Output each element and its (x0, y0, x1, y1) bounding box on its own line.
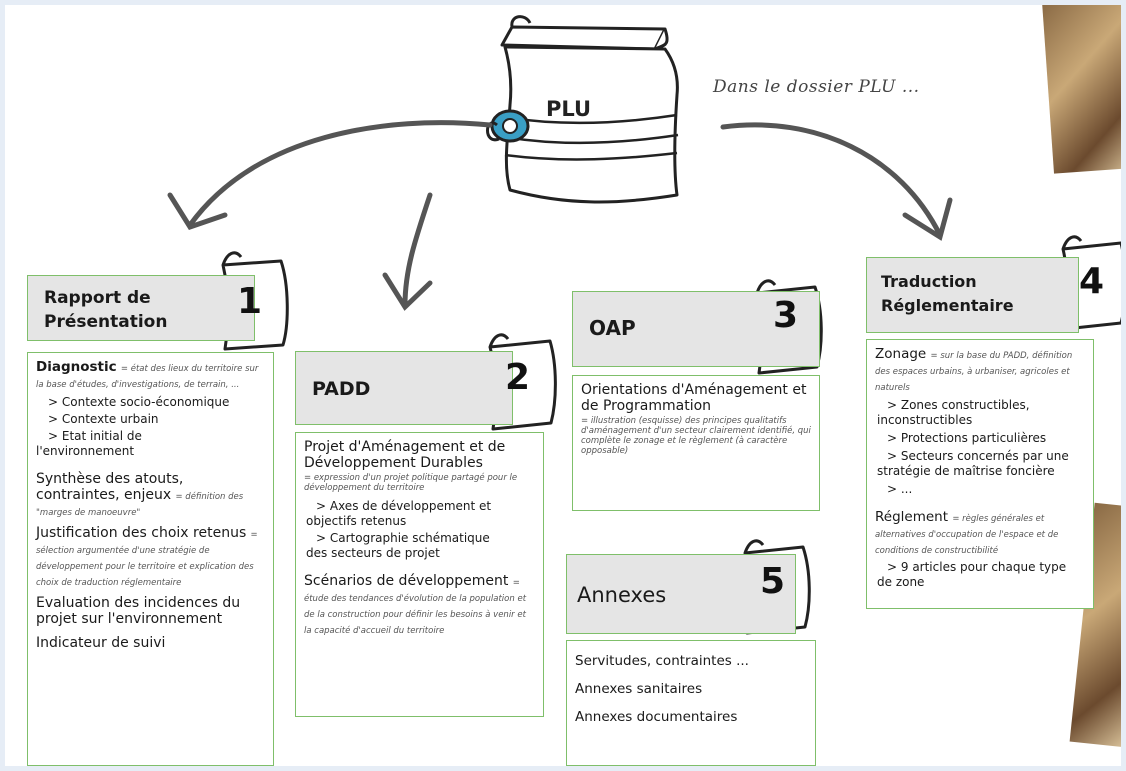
section-3-title: OAP (589, 316, 636, 340)
section-2-title: PADD (312, 378, 371, 400)
section-4-header: Traduction Réglementaire (866, 257, 1079, 333)
arrow-to-section-2-head (382, 272, 433, 311)
section-5-title: Annexes (577, 583, 667, 607)
indicateur-title: Indicateur de suivi (36, 635, 166, 651)
zon-item-4: > Secteurs concernés par une (887, 449, 1069, 463)
diag-item-3: > Etat initial de (48, 429, 142, 443)
section-1-number: 1 (237, 281, 263, 322)
padd-item-2: objectifs retenus (306, 514, 407, 528)
diag-item-1: > Contexte socio-économique (48, 395, 230, 409)
section-1-box: Diagnostic = état des lieux du territoir… (27, 352, 274, 766)
scenarios-title: Scénarios de développement (304, 573, 509, 589)
padd-proj-desc: = expression d'un projet politique parta… (304, 473, 518, 493)
diagnostic-desc: = état des lieux du territoire sur la ba… (36, 364, 259, 390)
section-4-box: Zonage = sur la base du PADD, définition… (866, 339, 1094, 609)
section-1-title-line2: Présentation (44, 312, 168, 332)
reglement-title: Réglement (875, 509, 949, 525)
section-5-header: Annexes (566, 554, 796, 634)
plu-label: PLU (546, 97, 592, 121)
zon-item-5: stratégie de maîtrise foncière (877, 464, 1055, 478)
annexe-item-1: Servitudes, contraintes ... (575, 653, 749, 669)
zonage-title: Zonage (875, 346, 927, 362)
padd-item-1: > Axes de développement et (316, 499, 492, 513)
arrow-to-section-4 (720, 122, 943, 238)
section-1-title-line1: Rapport de (44, 288, 151, 308)
zon-item-2: inconstructibles (877, 413, 973, 427)
plu-book-icon (500, 15, 679, 204)
zon-item-3: > Protections particulières (887, 431, 1047, 445)
ribbon-clip-icon (486, 109, 530, 143)
reglement-desc: = règles générales et alternatives d'occ… (875, 514, 1059, 556)
justification-desc: = sélection argumentée d'une stratégie d… (36, 530, 258, 588)
reg-item-2: de zone (877, 575, 925, 589)
arrow-to-section-4-head (902, 197, 953, 241)
tagline: Dans le dossier PLU ... (713, 77, 920, 97)
annexe-item-3: Annexes documentaires (575, 709, 738, 725)
section-5-number: 5 (760, 561, 786, 602)
arrow-to-section-1 (187, 120, 493, 228)
annexe-item-2: Annexes sanitaires (575, 681, 703, 697)
arrow-to-section-2 (402, 192, 433, 308)
diag-item-2: > Contexte urbain (48, 412, 159, 426)
zon-item-1: > Zones constructibles, (887, 398, 1030, 412)
evaluation-title: Evaluation des incidences du projet sur … (36, 595, 241, 627)
diagram-canvas: Dans le dossier PLU ... PLU Rapport de P… (5, 5, 1121, 766)
section-2-number: 2 (505, 357, 531, 398)
section-3-box: Orientations d'Aménagement et de Program… (572, 375, 820, 511)
section-4-title-line2: Réglementaire (881, 296, 1014, 315)
section-2-header: PADD (295, 351, 513, 425)
synthese-desc: = définition des "marges de manoeuvre" (36, 492, 244, 518)
arrow-to-section-1-head (167, 192, 228, 231)
section-3-number: 3 (773, 295, 799, 336)
diagnostic-title: Diagnostic (36, 359, 117, 375)
diag-item-4: l'environnement (36, 444, 135, 458)
oap-desc: = illustration (esquisse) des principes … (581, 416, 811, 456)
zon-item-6: > ... (887, 482, 913, 496)
section-3-header: OAP (572, 291, 820, 367)
padd-proj-title: Projet d'Aménagement et de Développement… (304, 439, 506, 471)
section-4-title-line1: Traduction (881, 272, 977, 291)
scenarios-desc: = étude des tendances d'évolution de la … (304, 578, 527, 636)
section-1-header: Rapport de Présentation (27, 275, 255, 341)
section-5-box: Servitudes, contraintes ... Annexes sani… (566, 640, 816, 766)
section-2-box: Projet d'Aménagement et de Développement… (295, 432, 544, 717)
zonage-desc: = sur la base du PADD, définition des es… (875, 351, 1073, 393)
oap-title: Orientations d'Aménagement et de Program… (581, 382, 807, 414)
synthese-title: Synthèse des atouts, contraintes, enjeux (36, 471, 184, 503)
justification-title: Justification des choix retenus (36, 525, 247, 541)
reg-item-1: > 9 articles pour chaque type (887, 560, 1067, 574)
section-4-number: 4 (1079, 261, 1105, 302)
padd-item-4: des secteurs de projet (306, 546, 440, 560)
padd-item-3: > Cartographie schématique (316, 531, 490, 545)
